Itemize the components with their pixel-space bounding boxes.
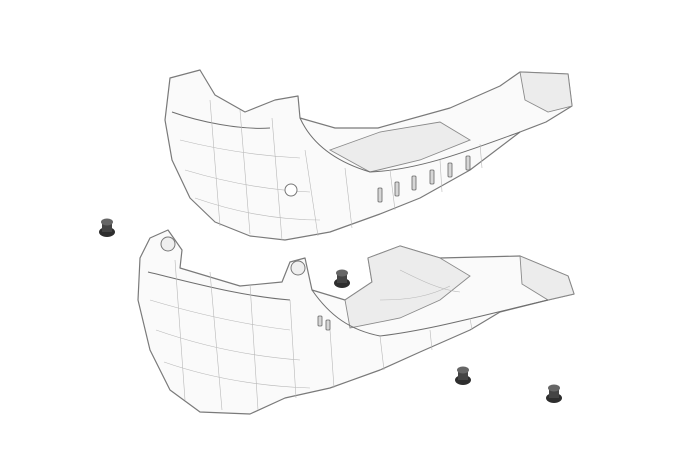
vent-slots — [317, 315, 331, 331]
vent-slots — [377, 155, 471, 203]
bolt-icon — [455, 366, 471, 385]
bolt-icon — [334, 269, 350, 288]
lower-skid-plate — [137, 229, 575, 415]
bolt-icon — [99, 218, 115, 237]
upper-skid-plate — [164, 69, 573, 241]
bolt-icon — [546, 384, 562, 403]
